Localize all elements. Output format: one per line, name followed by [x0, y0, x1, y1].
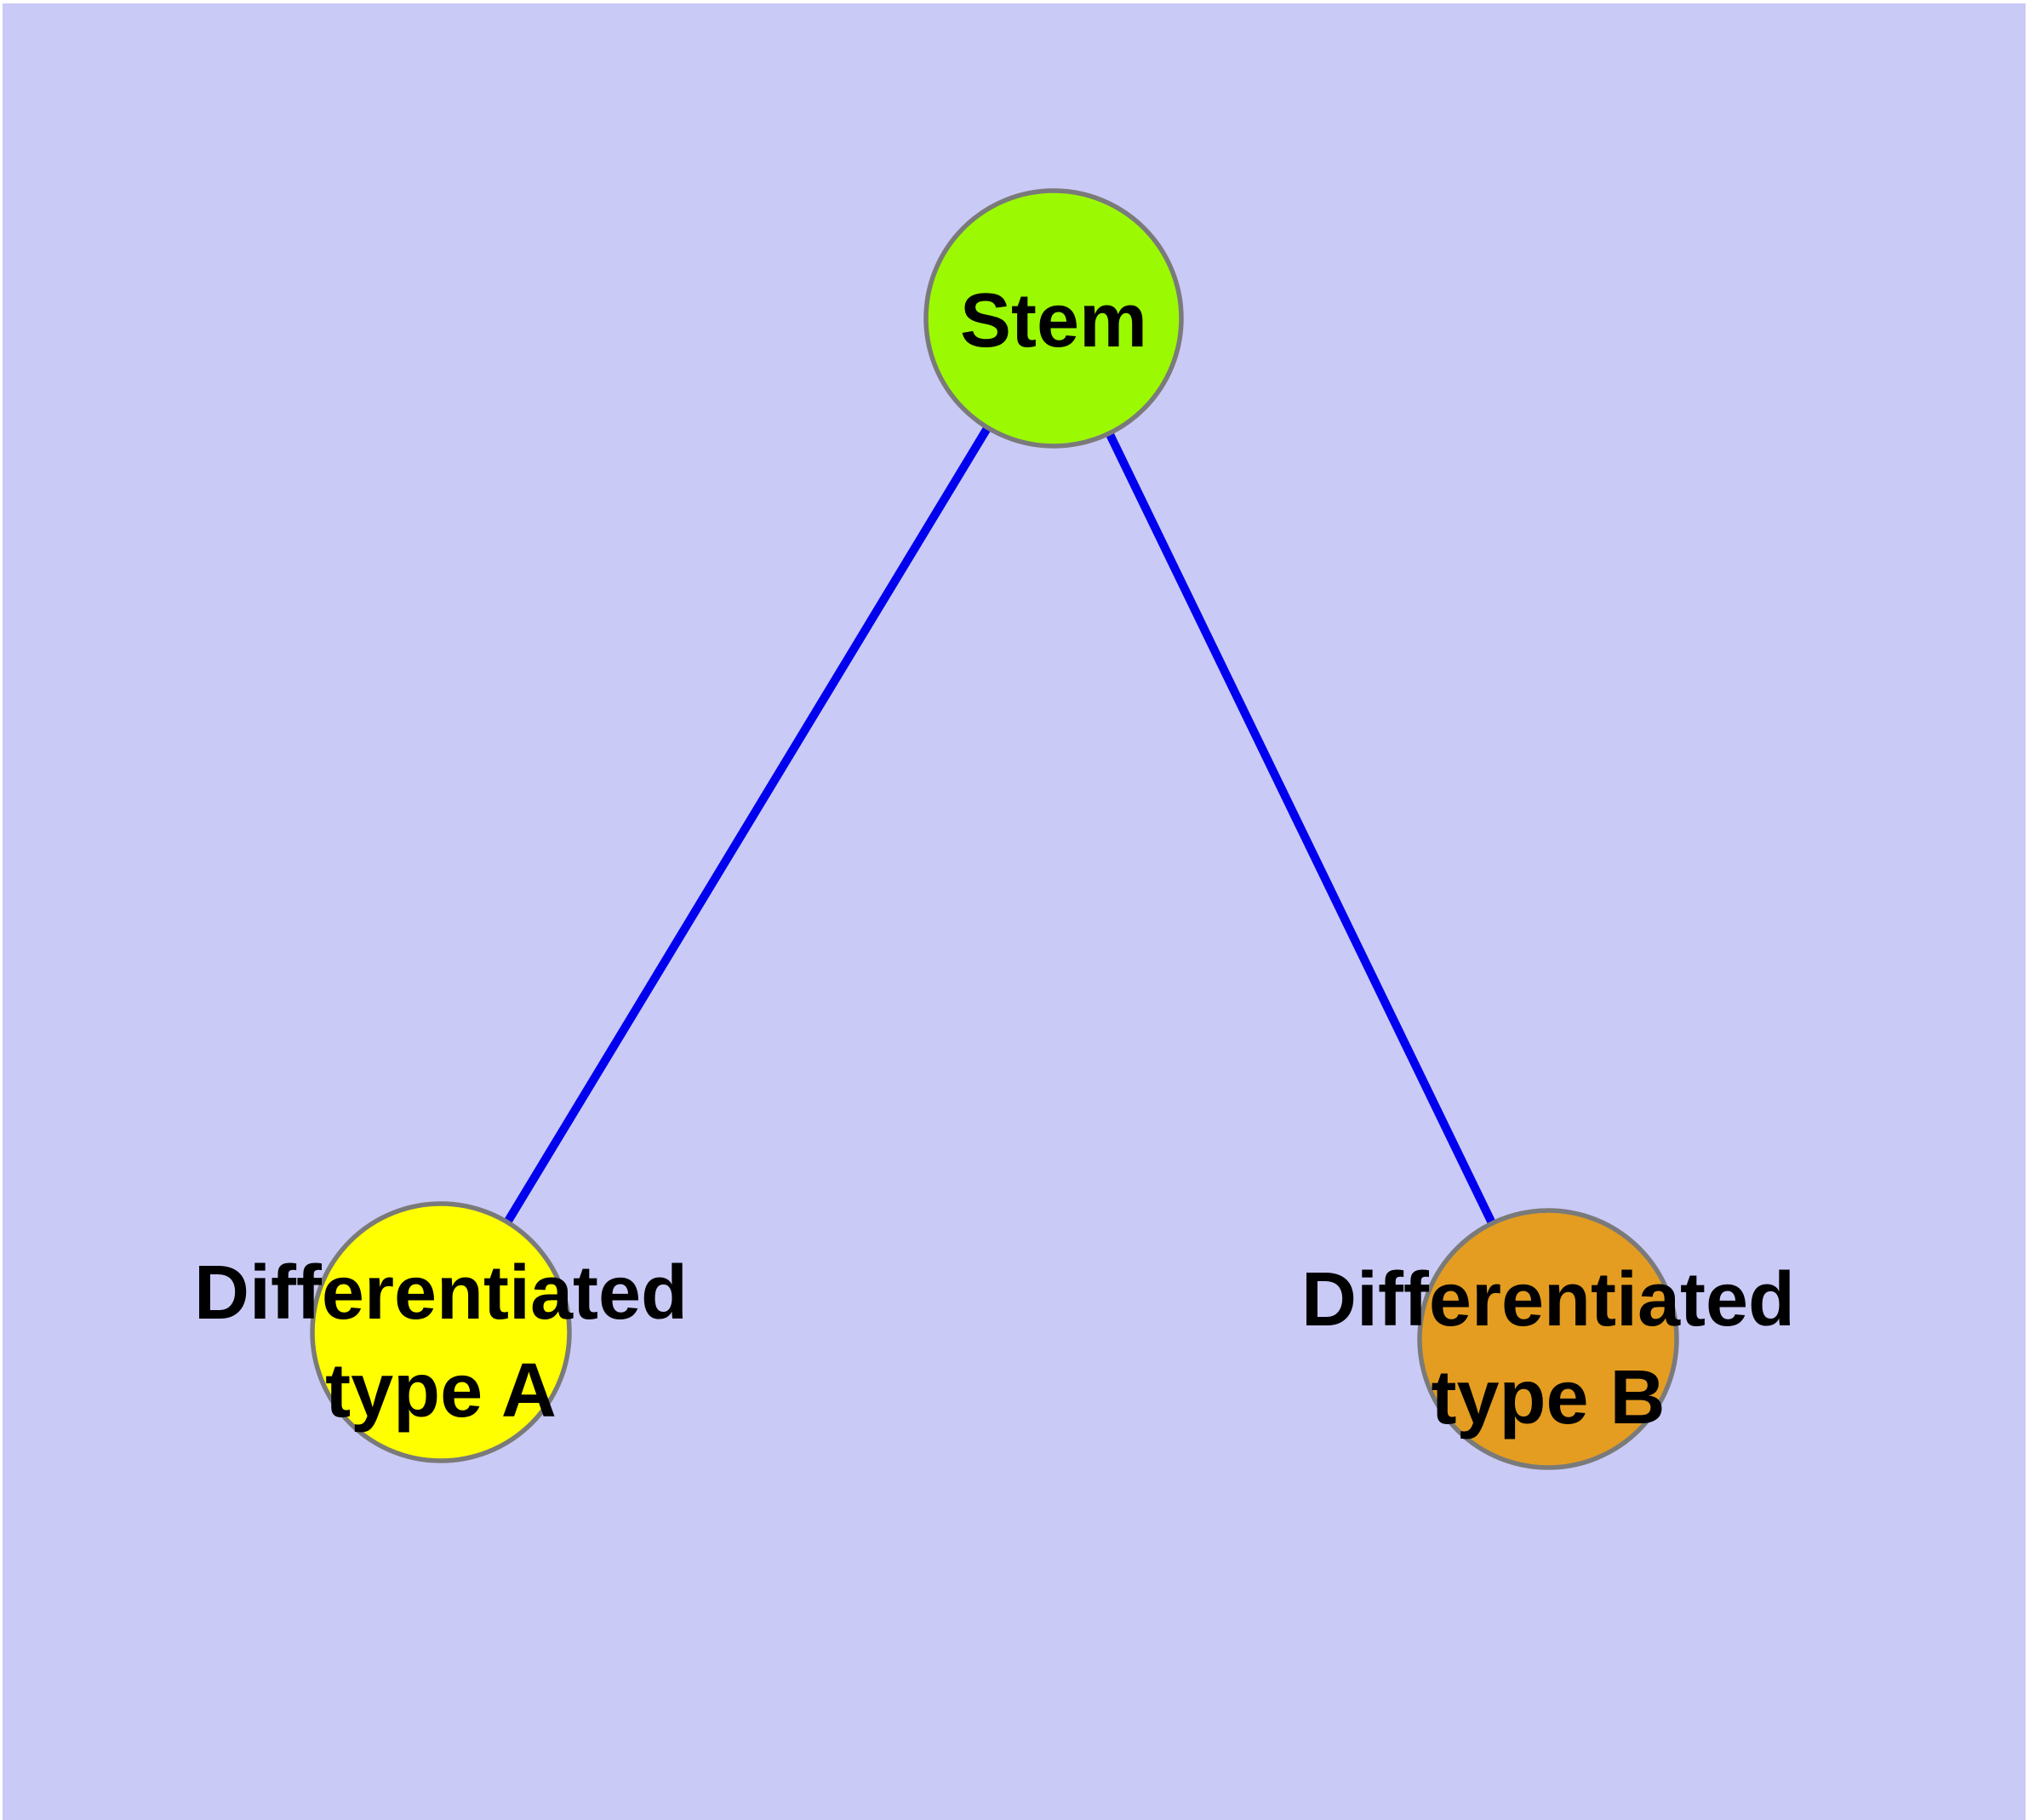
node-differentiated-type-b: [1417, 1208, 1679, 1470]
node-differentiated-type-a: [310, 1201, 572, 1463]
node-stem: [923, 188, 1184, 449]
node-label-type-b-line1: Differentiated: [1301, 1257, 1795, 1342]
node-label-type-a-line1: Differentiated: [194, 1251, 688, 1336]
edge-stem-to-type-a: [437, 314, 1058, 1336]
node-label-type-b-line2: type B: [1431, 1355, 1665, 1440]
edge-stem-to-type-b: [1049, 314, 1552, 1343]
node-label-stem: Stem: [960, 278, 1147, 363]
node-label-type-a-line2: type A: [325, 1348, 557, 1434]
